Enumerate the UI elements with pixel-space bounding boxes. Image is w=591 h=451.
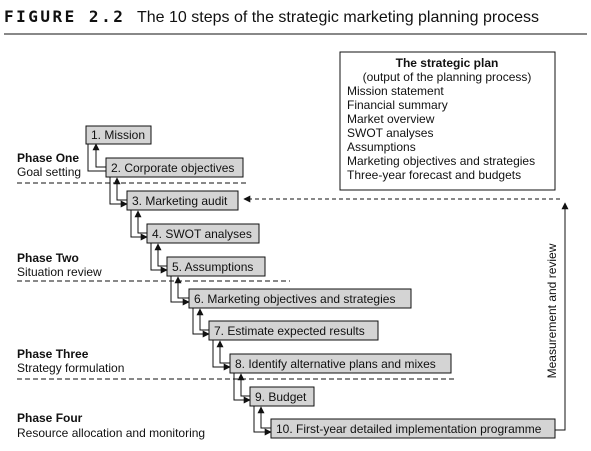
step-connectors	[87, 143, 272, 436]
plan-item: Assumptions	[347, 140, 416, 154]
plan-box-frame	[339, 51, 556, 191]
figure-label: FIGURE 2.2	[4, 7, 125, 26]
connector-4-5	[150, 243, 168, 274]
step-box: 7. Estimate expected results	[208, 320, 379, 341]
plan-title: The strategic plan	[396, 56, 499, 70]
step-label: 5. Assumptions	[172, 260, 253, 274]
step-box: 1. Mission	[85, 125, 152, 145]
step-box: 4. SWOT analyses	[146, 223, 260, 244]
plan-item: Mission statement	[347, 84, 444, 98]
step-label: 6. Marketing objectives and strategies	[194, 292, 395, 306]
measurement-review-label: Measurement and review	[545, 243, 559, 378]
step-box: 2. Corporate objectives	[105, 157, 244, 178]
connector-3-4	[130, 210, 148, 241]
phase-two-desc: Situation review	[17, 265, 102, 279]
step-box: 6. Marketing objectives and strategies	[188, 288, 412, 309]
phase-four-desc: Resource allocation and monitoring	[17, 426, 205, 440]
connector-3-2	[113, 177, 127, 201]
plan-item: Financial summary	[347, 98, 448, 112]
plan-item: SWOT analyses	[347, 126, 433, 140]
plan-item: Marketing objectives and strategies	[347, 154, 535, 168]
connector-4-3	[134, 210, 147, 234]
step-box: 8. Identify alternative plans and mixes	[229, 353, 452, 374]
step-label: 1. Mission	[91, 128, 145, 142]
connector-1-2	[87, 144, 106, 172]
step-label: 3. Marketing audit	[132, 194, 228, 208]
step-label: 9. Budget	[255, 390, 307, 404]
phase-one-desc: Goal setting	[17, 165, 81, 179]
step-box: 5. Assumptions	[166, 256, 266, 277]
connector-2-1	[92, 143, 106, 168]
connector-8-9	[233, 373, 251, 404]
phase-three-desc: Strategy formulation	[17, 361, 124, 375]
connector-10-9	[257, 406, 271, 429]
connector-7-6	[196, 308, 209, 331]
step-box: 10. First-year detailed implementation p…	[270, 418, 556, 439]
step-label: 4. SWOT analyses	[152, 227, 252, 241]
phase-four-name: Phase Four	[17, 411, 83, 425]
connector-6-7	[192, 308, 210, 338]
connector-7-8	[212, 340, 231, 371]
plan-subtitle: (output of the planning process)	[363, 70, 532, 84]
plan-item: Three-year forecast and budgets	[347, 168, 521, 182]
connector-2-3	[109, 177, 128, 208]
phase-two-name: Phase Two	[17, 251, 79, 265]
step-label: 7. Estimate expected results	[214, 324, 365, 338]
step-label: 10. First-year detailed implementation p…	[276, 422, 542, 436]
phase-three-name: Phase Three	[17, 347, 89, 361]
step-box: 3. Marketing audit	[126, 190, 239, 211]
connector-5-4	[154, 243, 167, 267]
connector-5-6	[170, 276, 190, 306]
feedback-line	[555, 202, 569, 431]
connector-8-7	[216, 340, 230, 364]
step-label: 8. Identify alternative plans and mixes	[235, 357, 436, 371]
phase-one-name: Phase One	[17, 151, 79, 165]
connector-9-8	[237, 373, 250, 397]
step-label: 2. Corporate objectives	[111, 161, 234, 175]
figure-title: The 10 steps of the strategic marketing …	[137, 9, 539, 26]
connector-9-10	[253, 406, 272, 436]
step-box: 9. Budget	[249, 386, 315, 407]
plan-item: Market overview	[347, 112, 435, 126]
connector-6-5	[174, 276, 189, 299]
strategic-plan-box: The strategic plan (output of the planni…	[339, 51, 556, 191]
